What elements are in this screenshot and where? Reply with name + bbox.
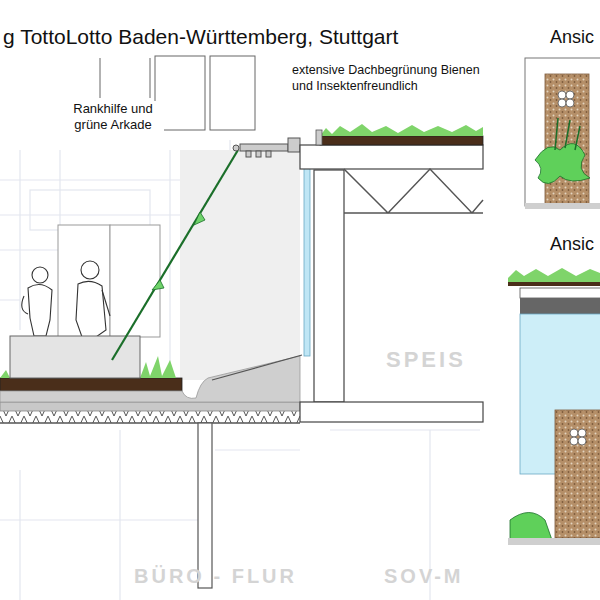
roof-truss [344,169,483,213]
glass-facade [304,148,310,356]
roof-slab [300,145,483,169]
background-plan [0,140,480,600]
floor-slab [0,402,300,411]
planter-box [10,336,140,378]
roof-grass [320,124,483,136]
annotation: Rankhilfe und grüne Arkade [62,101,164,134]
watermark: BÜRO - FLUR [134,564,297,589]
people-figures [22,261,110,337]
wall [314,170,344,402]
annotation: extensive Dachbegrünung Bienen und Insek… [292,63,484,94]
arcade-shade [180,150,300,380]
doors [58,225,160,337]
cable-anchor [233,138,300,157]
climbing-cable [112,150,238,360]
view-heading: Ansic [550,26,594,49]
watermark: SPEIS [386,346,466,374]
watermark: SOV-M [384,564,463,589]
drawing-title: g TottoLotto Baden-Württemberg, Stuttgar… [3,24,398,50]
floor-truss [0,410,300,423]
view-heading: Ansic [550,233,594,256]
railing [212,355,302,380]
planter-soil [0,378,182,391]
column [198,423,212,588]
floor-slab-right [300,402,483,422]
roof-soil [320,136,483,145]
elevation-2 [508,268,600,545]
elevation-1 [525,58,600,209]
